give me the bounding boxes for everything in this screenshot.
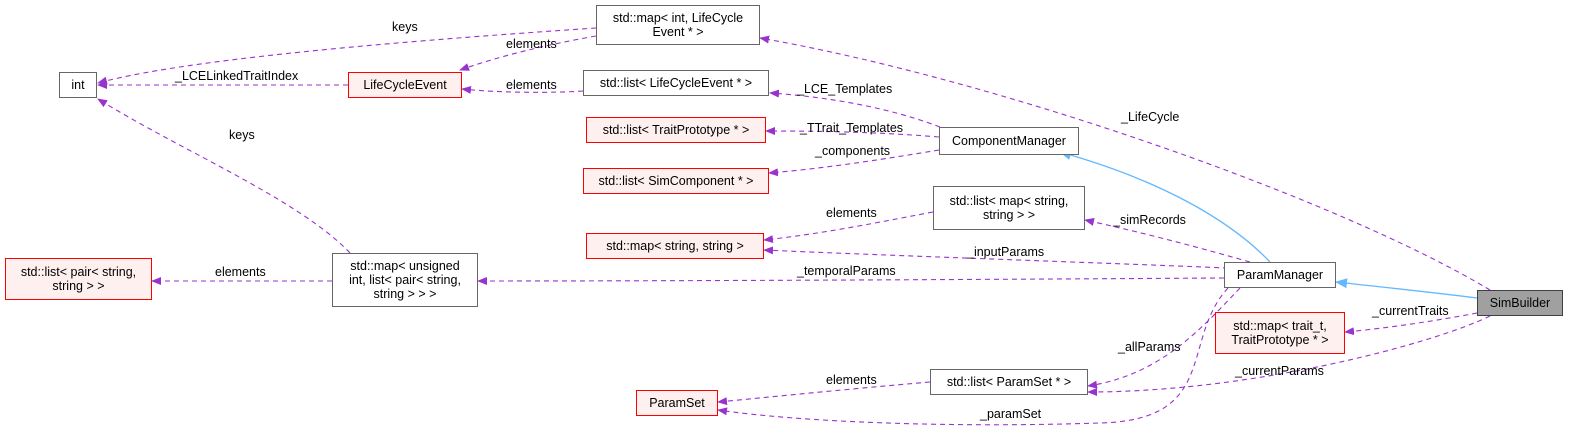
- node-int[interactable]: int: [59, 72, 97, 98]
- edge-map_uint-to-int: [97, 98, 351, 254]
- node-list-pair-string-string[interactable]: std::list< pair< string, string > >: [5, 258, 152, 300]
- edge-label-input-params: _inputParams: [967, 245, 1045, 259]
- edge-label-lce-linked-trait-index: _LCELinkedTraitIndex: [175, 69, 299, 83]
- edge-parammgr-to-map_uint: [477, 276, 1225, 285]
- node-simbuilder[interactable]: SimBuilder: [1477, 290, 1563, 316]
- edge-label-elements-list-ps: elements: [826, 373, 877, 387]
- edge-simbuilder-to-parammgr: [1335, 278, 1478, 299]
- edge-compmgr-to-list_sc: [768, 149, 940, 177]
- edge-parammgr-to-list_ps: [1087, 287, 1241, 389]
- edge-label-keys-lower: keys: [229, 128, 255, 142]
- edge-compmgr-to-list_lce: [769, 89, 941, 128]
- edge-parammgr-to-map_ss: [763, 246, 1229, 269]
- edge-label-ttrait-templates: _TTrait_Templates: [800, 121, 904, 135]
- edge-label-current-params: _currentParams: [1235, 364, 1324, 378]
- edge-label-elements-map-uint: elements: [215, 265, 266, 279]
- edge-parammgr-to-compmgr: [1059, 150, 1271, 263]
- node-parammanager[interactable]: ParamManager: [1224, 262, 1336, 288]
- node-map-trait-traitprototype[interactable]: std::map< trait_t, TraitPrototype * >: [1215, 312, 1345, 354]
- node-list-traitprototype[interactable]: std::list< TraitPrototype * >: [586, 117, 766, 143]
- edge-label-lce-templates: _LCE_Templates: [797, 82, 893, 96]
- node-map-unsigned-int[interactable]: std::map< unsigned int, list< pair< stri…: [332, 253, 478, 307]
- node-list-lifecycleevent[interactable]: std::list< LifeCycleEvent * >: [583, 70, 769, 96]
- edge-label-sim-records: _simRecords: [1113, 213, 1186, 227]
- edge-label-elements-map-int: elements: [506, 37, 557, 51]
- edge-parammgr-to-paramset: [717, 287, 1229, 426]
- edge-label-lifecycle: _LifeCycle: [1121, 110, 1180, 124]
- edge-label-elements-list-map: elements: [826, 206, 877, 220]
- edge-label-elements-list-lce: elements: [506, 78, 557, 92]
- node-list-map-string-string[interactable]: std::list< map< string, string > >: [933, 186, 1085, 230]
- node-list-simcomponent[interactable]: std::list< SimComponent * >: [583, 168, 769, 194]
- node-map-string-string[interactable]: std::map< string, string >: [586, 233, 764, 259]
- edge-label-current-traits: _currentTraits: [1372, 304, 1449, 318]
- edge-parammgr-to-list_map: [1084, 218, 1251, 263]
- edge-simbuilder-to-map_int: [759, 35, 1491, 291]
- edge-list_lce-to-lce: [461, 85, 584, 94]
- edge-list_ps-to-paramset: [717, 381, 931, 406]
- edge-list_map-to-map_ss: [763, 211, 934, 244]
- edge-map_int-to-int: [97, 27, 597, 85]
- node-paramset[interactable]: ParamSet: [636, 390, 718, 416]
- edge-label-temporal-params: _temporalParams: [797, 264, 896, 278]
- edge-compmgr-to-list_tp: [765, 127, 940, 138]
- node-componentmanager[interactable]: ComponentManager: [939, 127, 1079, 155]
- edge-simbuilder-to-list_ps: [1087, 315, 1491, 396]
- edge-label-param-set: _paramSet: [980, 407, 1042, 421]
- edge-map_int-to-lce: [459, 35, 597, 71]
- edge-label-all-params: _allParams: [1118, 340, 1181, 354]
- node-lifecycleevent[interactable]: LifeCycleEvent: [348, 72, 462, 98]
- edge-label-keys-top: keys: [392, 20, 418, 34]
- node-list-paramset[interactable]: std::list< ParamSet * >: [930, 369, 1088, 395]
- node-map-int-lifecycleevent[interactable]: std::map< int, LifeCycle Event * >: [596, 5, 760, 45]
- edge-simbuilder-to-map_trait: [1344, 312, 1478, 336]
- edge-label-components: _components: [815, 144, 891, 158]
